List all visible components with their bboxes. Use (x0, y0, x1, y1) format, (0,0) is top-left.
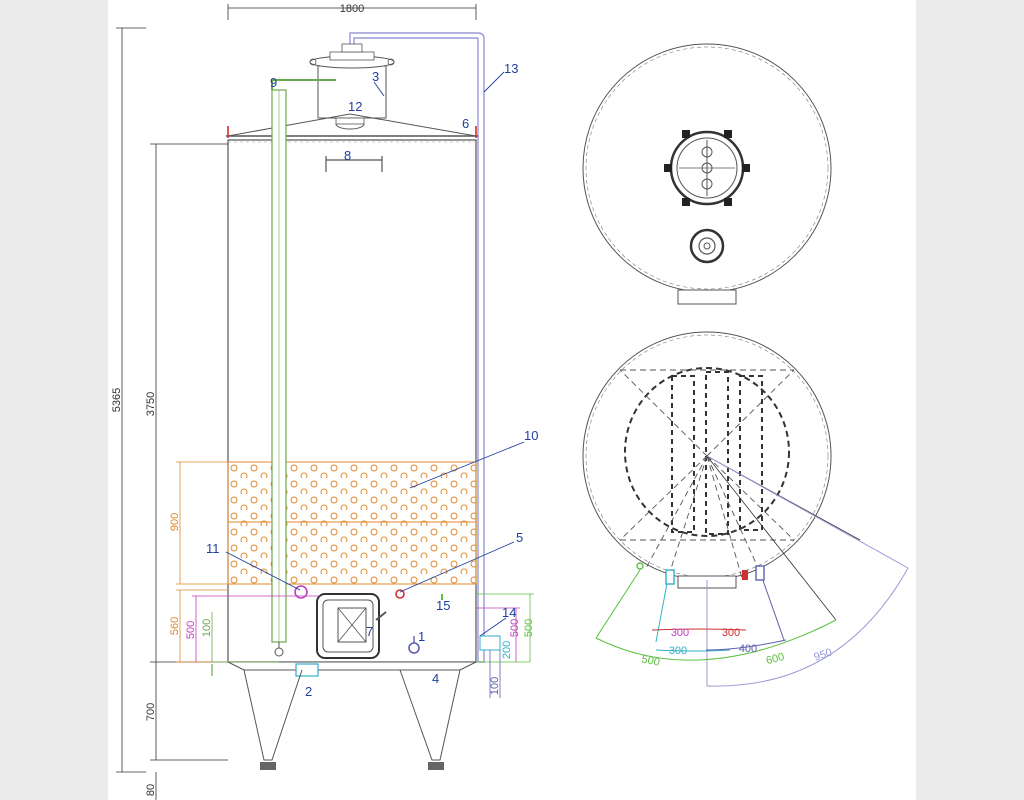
cooling-jacket (227, 461, 477, 585)
dim-jacket: 900 (169, 513, 181, 531)
door-dimensions (192, 595, 320, 663)
angle-400: 400 (739, 643, 757, 655)
dim-outlet-b: 500 (509, 619, 521, 637)
tank-bottom (227, 661, 477, 671)
top-manway (309, 43, 395, 130)
dim-shell: 3750 (145, 392, 157, 416)
leg-right (399, 669, 461, 761)
side-door (316, 593, 387, 659)
callout-4: 4 (432, 671, 439, 686)
right-dimensions (476, 593, 534, 698)
angle-600: 600 (765, 651, 786, 667)
angle-300-red: 300 (722, 627, 740, 639)
callout-1: 1 (418, 629, 425, 644)
outlet-valve (408, 642, 420, 654)
level-gauge (271, 79, 336, 657)
dim-drain-a: 200 (501, 641, 513, 659)
angle-300-cyan: 300 (669, 645, 687, 657)
callout-11: 11 (206, 541, 220, 556)
width-dim-text: 1800 (340, 3, 364, 15)
top-vent-plan (689, 228, 725, 264)
top-view (582, 43, 832, 305)
callout-10: 10 (524, 428, 538, 443)
width-dimension: 1800 (227, 3, 477, 20)
angle-950: 950 (812, 647, 833, 664)
dim-legs: 700 (145, 703, 157, 721)
leg-left (243, 669, 303, 761)
callout-8: 8 (344, 148, 351, 163)
dim-overall: 5365 (111, 388, 123, 412)
dim-lower: 560 (169, 617, 181, 635)
callout-5: 5 (516, 530, 523, 545)
left-dimensions (116, 27, 228, 800)
callout-15: 15 (436, 598, 450, 613)
tank-roof (227, 113, 477, 137)
callout-7: 7 (366, 624, 373, 639)
callout-3: 3 (372, 69, 379, 84)
callout-13: 13 (504, 61, 518, 76)
angle-300-magenta: 300 (671, 627, 689, 639)
callout-14: 14 (502, 605, 516, 620)
dim-drain-b: 100 (489, 677, 501, 695)
dim-outlet-a: 500 (523, 619, 535, 637)
outlet-14 (479, 635, 501, 651)
dim-door-offset: 500 (185, 621, 197, 639)
drain-valve (395, 589, 405, 599)
label-plate (325, 156, 383, 172)
dim-outlet-offset: 100 (201, 619, 213, 637)
bottom-view: 300 300 300 400 500 600 950 (582, 331, 909, 687)
dim-foot: 80 (145, 784, 157, 796)
callout-2: 2 (305, 684, 312, 699)
callout-12: 12 (348, 99, 362, 114)
angle-500: 500 (640, 653, 660, 669)
callout-6: 6 (462, 116, 469, 131)
top-manway-plan (664, 130, 750, 206)
callout-9: 9 (270, 75, 277, 90)
front-view: 1800 (211, 3, 501, 770)
callout-leaders (225, 71, 525, 637)
